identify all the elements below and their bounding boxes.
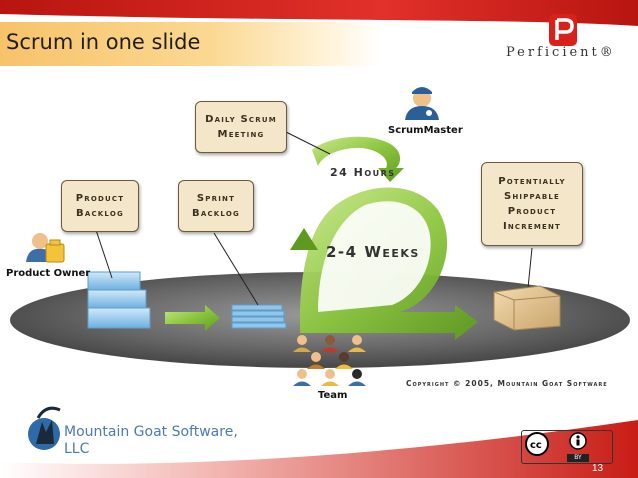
sprint-backlog-stack xyxy=(231,304,287,329)
callout-product-increment: Potentially Shippable Product Increment xyxy=(481,162,583,246)
team-member-icon xyxy=(293,335,366,386)
brand-name: Perficient® xyxy=(506,45,616,60)
svg-text:cc: cc xyxy=(530,440,542,451)
daily-cycle-label: 24 Hours xyxy=(330,166,396,179)
sprint-loop-head xyxy=(290,228,318,250)
daily-cycle-arrow xyxy=(312,136,404,182)
footer-band xyxy=(0,420,638,478)
header-band xyxy=(0,0,638,26)
title-band xyxy=(0,22,380,66)
goat-logo-icon xyxy=(28,406,61,450)
perficient-logo-icon xyxy=(549,14,577,46)
page-title: Scrum in one slide xyxy=(6,30,201,54)
license-label: BY xyxy=(567,454,589,462)
product-owner-label: Product Owner xyxy=(6,268,91,279)
creative-commons-icon: cc xyxy=(525,432,587,456)
scrum-master-label: ScrumMaster xyxy=(388,125,463,136)
product-owner-icon xyxy=(26,233,65,263)
product-backlog-stack xyxy=(87,271,151,329)
company-name: Mountain Goat Software, LLC xyxy=(64,424,238,457)
callout-product-backlog: Product Backlog xyxy=(61,180,139,232)
team-label: Team xyxy=(318,390,348,401)
scrum-master-icon xyxy=(405,87,439,120)
product-increment-crates xyxy=(493,285,561,331)
sprint-cycle-label: 2-4 Weeks xyxy=(326,243,420,261)
callout-sprint-backlog: Sprint Backlog xyxy=(178,180,254,232)
license-badge xyxy=(521,430,613,464)
copyright-text: Copyright © 2005, Mountain Goat Software xyxy=(406,379,608,388)
page-number: 13 xyxy=(592,463,604,474)
flow-arrow-1 xyxy=(165,305,220,331)
callout-daily-scrum: Daily Scrum Meeting xyxy=(195,101,287,153)
